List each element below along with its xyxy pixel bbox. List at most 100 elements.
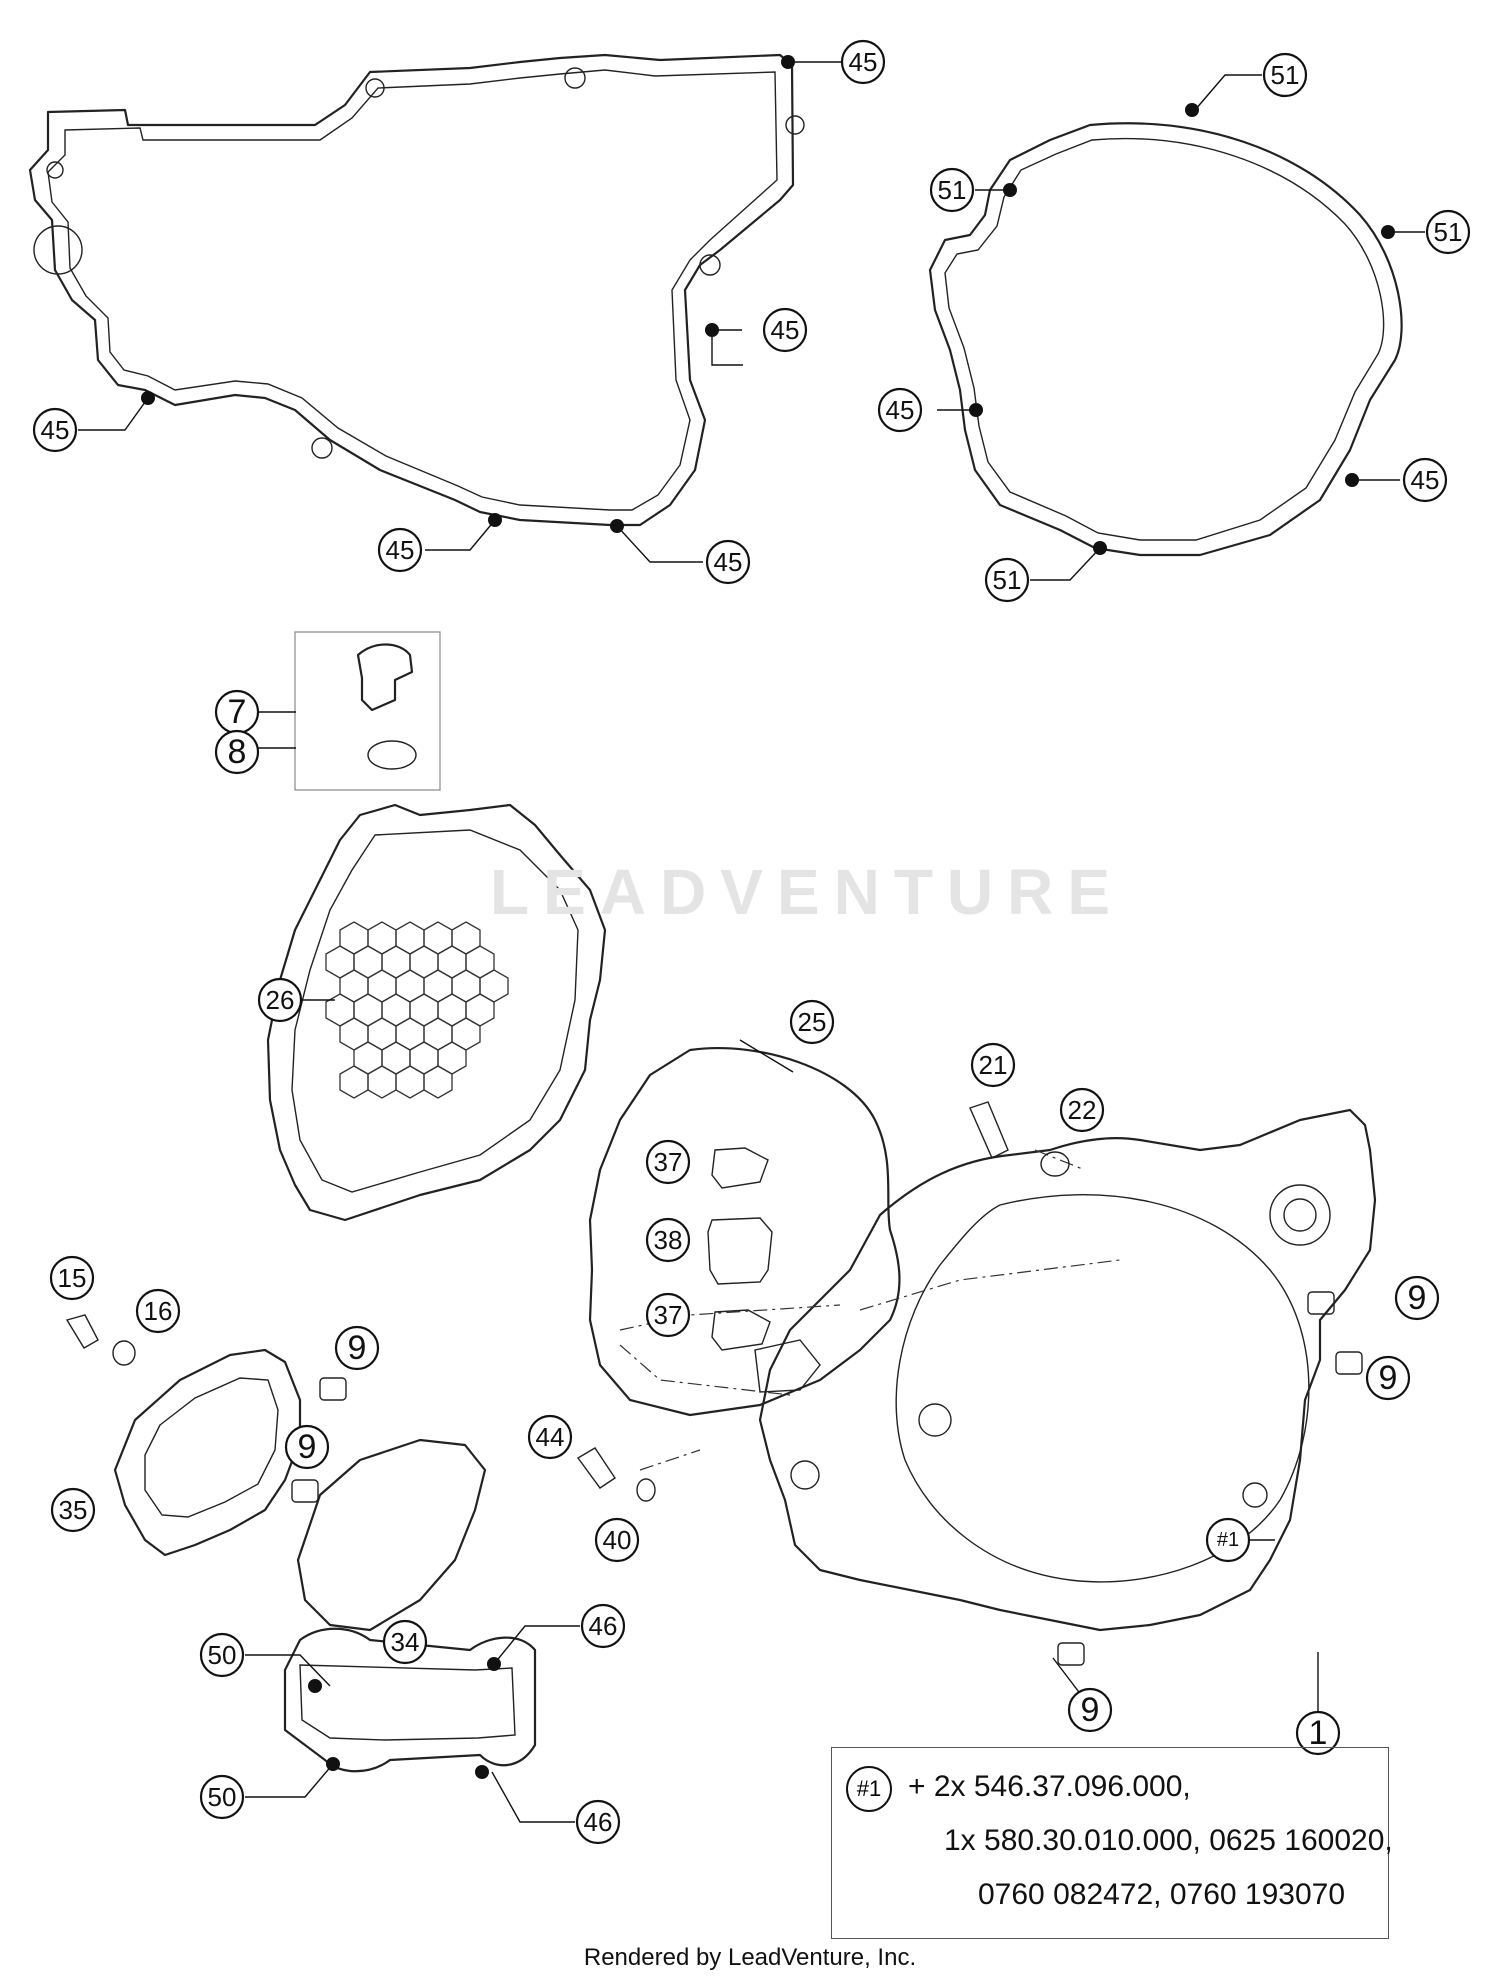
svg-text:35: 35: [59, 1495, 88, 1525]
callout-45: 45: [377, 527, 423, 573]
callout-9: 9: [284, 1424, 330, 1470]
svg-text:37: 37: [654, 1147, 683, 1177]
callout-37: 37: [645, 1292, 691, 1338]
svg-text:45: 45: [1411, 465, 1440, 495]
callout-38: 38: [645, 1217, 691, 1263]
dowel-9: [291, 1479, 319, 1503]
callout-9: 9: [334, 1325, 380, 1371]
svg-text:45: 45: [771, 315, 800, 345]
callout-15: 15: [49, 1255, 95, 1301]
water-pump-bore: [1269, 1184, 1331, 1246]
clutch-cover-gasket: [588, 1046, 901, 1417]
clutch-cover-inner-ring: [895, 1193, 1310, 1583]
bolt-boss: [1283, 1198, 1317, 1232]
callout-51: 51: [1262, 52, 1308, 98]
callout-51: 51: [929, 167, 975, 213]
o-ring: [367, 740, 417, 770]
svg-text:45: 45: [386, 535, 415, 565]
svg-text:38: 38: [654, 1225, 683, 1255]
alignment-line: [619, 1304, 841, 1331]
svg-text:9: 9: [1379, 1359, 1398, 1397]
water-pump-gasket: [296, 1438, 487, 1632]
crankcase-gasket: [28, 53, 795, 527]
callout-40: 40: [594, 1517, 640, 1563]
gasket-hole: [33, 225, 83, 275]
callout-51: 51: [984, 557, 1030, 603]
svg-text:45: 45: [886, 395, 915, 425]
callout-35: 35: [50, 1487, 96, 1533]
callout-45: 45: [762, 307, 808, 353]
note-line-3: 0760 082472, 0760 193070: [978, 1878, 1346, 1911]
svg-text:50: 50: [208, 1640, 237, 1670]
svg-text:40: 40: [603, 1525, 632, 1555]
svg-text:45: 45: [41, 415, 70, 445]
svg-text:46: 46: [589, 1611, 618, 1641]
clutch-cover: [758, 1108, 1377, 1632]
callout-9: 9: [1365, 1355, 1411, 1401]
plug-15: [65, 1314, 99, 1349]
alignment-line: [639, 1449, 701, 1471]
svg-text:9: 9: [1408, 1279, 1427, 1317]
gasket-hole: [564, 67, 586, 89]
dowel-9: [319, 1377, 347, 1401]
callout-26: 26: [257, 977, 303, 1023]
cap-kit-box: [294, 631, 441, 791]
gasket-hole: [699, 254, 721, 276]
callout-50: 50: [199, 1632, 245, 1678]
callout-45: 45: [840, 39, 886, 85]
pump-cover-gasket-inner: [299, 1664, 516, 1741]
svg-text:44: 44: [536, 1422, 565, 1452]
callout-21: 21: [970, 1042, 1016, 1088]
gasket-hole: [46, 161, 64, 179]
note-ref-badge: #1: [846, 1766, 892, 1812]
bolt-boss: [1242, 1482, 1268, 1508]
svg-text:25: 25: [798, 1007, 827, 1037]
washer-40: [636, 1478, 656, 1502]
coolant-spigot: [754, 1339, 821, 1393]
callout-ref-1: #1: [1205, 1517, 1251, 1563]
note-line-2: 1x 580.30.010.000, 0625 160020,: [944, 1824, 1393, 1857]
parts-note-box: #1 + 2x 546.37.096.000, 1x 580.30.010.00…: [831, 1747, 1393, 1939]
callout-51: 51: [1425, 209, 1471, 255]
callout-45: 45: [705, 539, 751, 585]
callout-34: 34: [382, 1619, 428, 1665]
dowel-9: [1057, 1642, 1085, 1666]
water-pump-cover-inner: [144, 1377, 279, 1518]
gasket-hole: [785, 115, 805, 135]
bolt-21: [969, 1101, 1009, 1159]
svg-text:45: 45: [714, 547, 743, 577]
callout-37: 37: [645, 1139, 691, 1185]
alignment-line: [859, 1259, 1121, 1311]
bolt-boss: [790, 1460, 820, 1490]
svg-text:37: 37: [654, 1300, 683, 1330]
callout-45: 45: [1402, 457, 1448, 503]
bolt-44: [576, 1447, 616, 1489]
plug-37b: [711, 1309, 771, 1351]
oil-filler-plug: [356, 643, 414, 712]
callout-46: 46: [580, 1603, 626, 1649]
svg-text:51: 51: [993, 565, 1022, 595]
svg-text:51: 51: [938, 175, 967, 205]
dowel-9: [1307, 1291, 1335, 1315]
svg-text:1: 1: [1309, 1714, 1328, 1752]
outer-clutch-cover-inner: [291, 829, 579, 1193]
svg-text:9: 9: [298, 1428, 317, 1466]
svg-text:34: 34: [391, 1627, 420, 1657]
svg-text:22: 22: [1068, 1095, 1097, 1125]
svg-text:8: 8: [228, 733, 247, 771]
washer-16: [112, 1340, 136, 1366]
bolt-boss: [918, 1403, 952, 1437]
crankcase-gasket-inner: [47, 69, 778, 511]
callout-16: 16: [135, 1288, 181, 1334]
svg-text:50: 50: [208, 1782, 237, 1812]
callout-22: 22: [1059, 1087, 1105, 1133]
svg-text:51: 51: [1434, 217, 1463, 247]
gasket-hole: [311, 437, 333, 459]
svg-text:9: 9: [1081, 1691, 1100, 1729]
alignment-line: [1034, 1149, 1086, 1171]
svg-text:45: 45: [849, 47, 878, 77]
plug-38: [707, 1217, 773, 1285]
plug-37: [711, 1147, 769, 1189]
svg-text:7: 7: [228, 693, 247, 731]
